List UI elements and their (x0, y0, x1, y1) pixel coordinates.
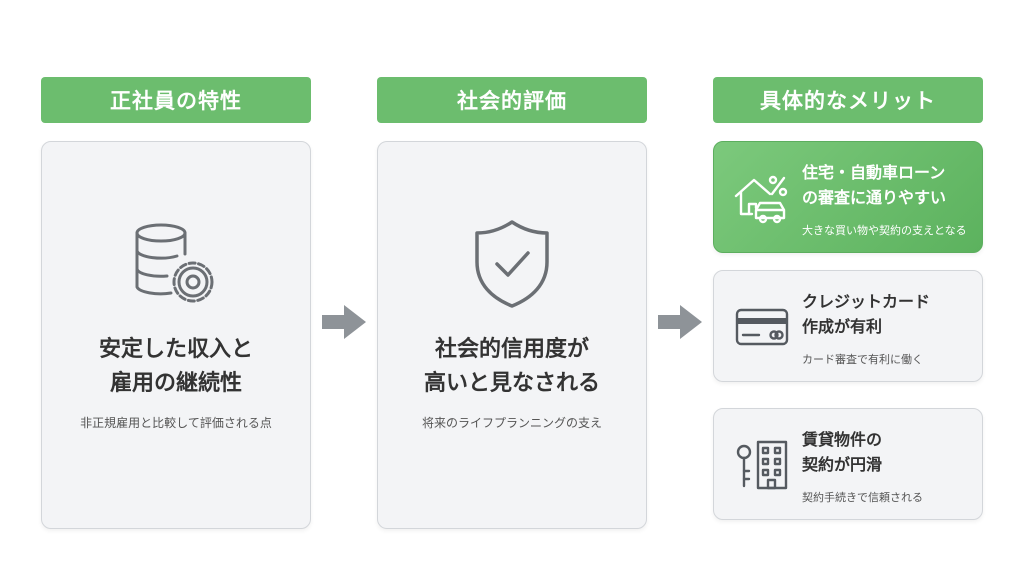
card-employee-traits: 安定した収入と 雇用の継続性 非正規雇用と比較して評価される点 (41, 141, 311, 529)
benefit-subtitle: 大きな買い物や契約の支えとなる (802, 224, 967, 237)
column-header-benefits: 具体的なメリット (713, 77, 983, 123)
benefit-title: 賃貸物件の 契約が円滑 (802, 430, 883, 474)
column-header-employee-traits: 正社員の特性 (41, 77, 311, 123)
card-social-evaluation: 社会的信用度が 高いと見なされる 将来のライフプランニングの支え (377, 141, 647, 529)
benefit-title: 住宅・自動車ローン の審査に通りやすい (802, 163, 947, 207)
main-title: 社会的信用度が 高いと見なされる (423, 337, 600, 396)
house-car-percent-icon (730, 166, 794, 230)
main-subtitle: 非正規雇用と比較して評価される点 (80, 416, 272, 430)
benefit-subtitle: カード審査で有利に働く (802, 353, 923, 366)
main-title: 安定した収入と 雇用の継続性 (98, 337, 253, 396)
benefit-subtitle: 契約手続きで信頼される (802, 491, 923, 504)
benefit-card-rental: 賃貸物件の 契約が円滑 契約手続きで信頼される (713, 408, 983, 520)
benefit-title: クレジットカード 作成が有利 (802, 292, 931, 336)
main-subtitle: 将来のライフプランニングの支え (421, 416, 602, 430)
benefit-card-credit-card: クレジットカード 作成が有利 カード審査で有利に働く (713, 270, 983, 382)
key-building-icon (730, 433, 794, 497)
benefit-card-loan: 住宅・自動車ローン の審査に通りやすい 大きな買い物や契約の支えとなる (713, 141, 983, 253)
arrow-right-icon (658, 305, 702, 343)
shield-check-icon (378, 218, 646, 310)
database-gear-icon (42, 220, 310, 310)
column-header-social-evaluation: 社会的評価 (377, 77, 647, 123)
credit-card-icon (730, 295, 794, 359)
arrow-right-icon (322, 305, 366, 343)
